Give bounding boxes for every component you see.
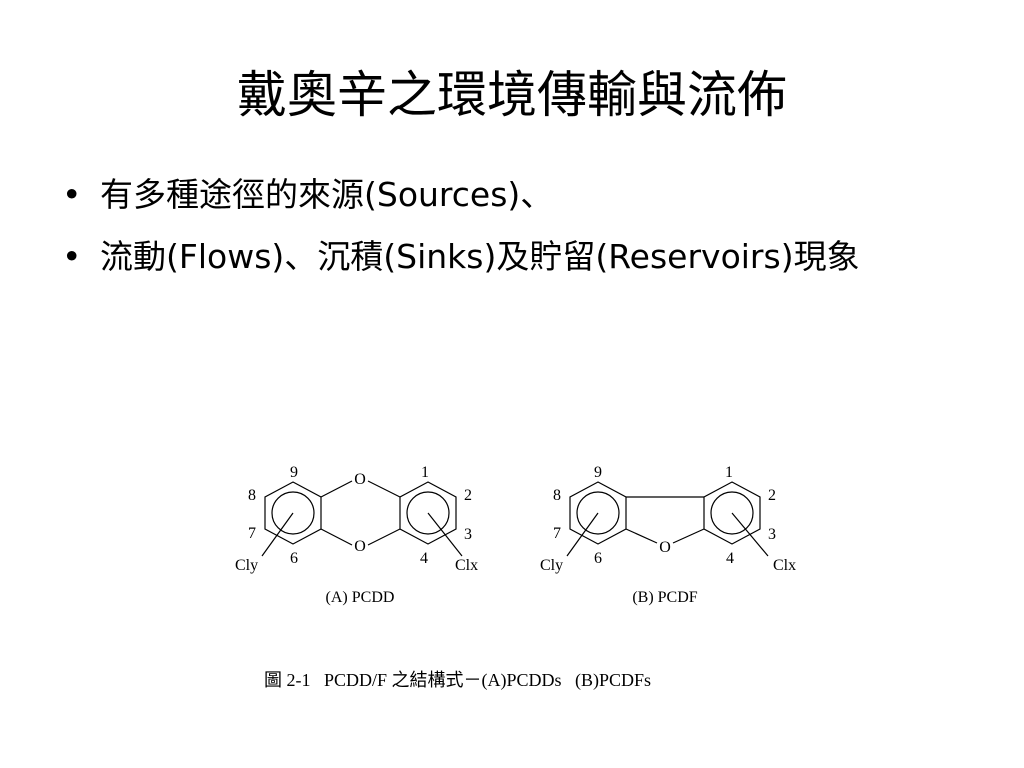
bullet-marker: • bbox=[62, 237, 82, 276]
pcdd-position-4: 4 bbox=[420, 550, 428, 567]
pcdf-position-6: 6 bbox=[594, 550, 602, 567]
pcdf-oxygen: O bbox=[659, 539, 671, 556]
pcdd-bond bbox=[367, 480, 401, 498]
pcdf-label: (B) PCDF bbox=[632, 589, 697, 606]
pcdd-left-aromatic-circle bbox=[271, 491, 315, 535]
pcdf-left-aromatic-circle bbox=[576, 491, 620, 535]
pcdd-position-9: 9 bbox=[290, 464, 298, 481]
pcdf-clx-line bbox=[731, 512, 769, 557]
bullet-text: 有多種途徑的來源(Sources)、 bbox=[100, 175, 554, 214]
pcdd-labels: O O 9 8 7 6 1 2 3 4 Cly Clx (A) PCDD bbox=[235, 464, 478, 606]
pcdd-right-aromatic-circle bbox=[406, 491, 450, 535]
bullet-marker: • bbox=[62, 175, 82, 214]
pcdd-bond bbox=[320, 480, 353, 498]
pcdd-clx-line bbox=[427, 512, 463, 557]
pcdd-bond bbox=[367, 528, 401, 546]
pcdd-position-8: 8 bbox=[248, 487, 256, 504]
bullet-item-sources: • 有多種途徑的來源(Sources)、 bbox=[62, 170, 922, 220]
pcdd-label: (A) PCDD bbox=[326, 589, 395, 606]
pcdf-bond bbox=[625, 528, 658, 544]
slide-title: 戴奧辛之環境傳輸與流佈 bbox=[237, 66, 787, 124]
bullet-item-flows: • 流動(Flows)、沉積(Sinks)及貯留(Reservoirs)現象 bbox=[62, 232, 922, 282]
pcdd-position-3: 3 bbox=[464, 526, 472, 543]
pcdf-position-1: 1 bbox=[725, 464, 733, 481]
structure-figure: O O 9 8 7 6 1 2 3 4 Cly Clx (A) PCDD bbox=[230, 455, 830, 619]
pcdd-position-7: 7 bbox=[248, 525, 256, 542]
pcdd-bond bbox=[320, 528, 353, 546]
pcdf-position-2: 2 bbox=[768, 487, 776, 504]
pcdd-structure bbox=[261, 480, 463, 557]
pcdf-position-7: 7 bbox=[553, 525, 561, 542]
pcdd-position-6: 6 bbox=[290, 550, 298, 567]
pcdd-position-1: 1 bbox=[421, 464, 429, 481]
pcdd-position-2: 2 bbox=[464, 487, 472, 504]
pcdf-cly-line bbox=[566, 512, 599, 557]
pcdf-position-3: 3 bbox=[768, 526, 776, 543]
pcdd-oxygen-top: O bbox=[354, 471, 366, 488]
pcdd-substituent-clx: Clx bbox=[455, 557, 478, 574]
structure-diagram: O O 9 8 7 6 1 2 3 4 Cly Clx (A) PCDD bbox=[235, 464, 796, 606]
pcdd-oxygen-bottom: O bbox=[354, 538, 366, 555]
pcdf-position-9: 9 bbox=[594, 464, 602, 481]
pcdf-labels: O 9 8 7 6 1 2 3 4 Cly Clx (B) PCDF bbox=[540, 464, 796, 606]
pcdf-position-4: 4 bbox=[726, 550, 734, 567]
pcdf-position-8: 8 bbox=[553, 487, 561, 504]
bullet-text: 流動(Flows)、沉積(Sinks)及貯留(Reservoirs)現象 bbox=[100, 237, 860, 276]
pcdf-right-aromatic-circle bbox=[710, 491, 754, 535]
pcdf-substituent-clx: Clx bbox=[773, 557, 796, 574]
figure-caption: 圖 2-1 PCDD/F 之結構式－(A)PCDDs (B)PCDFs bbox=[264, 670, 652, 690]
pcdd-substituent-cly: Cly bbox=[235, 557, 258, 574]
pcdf-substituent-cly: Cly bbox=[540, 557, 563, 574]
pcdf-structure bbox=[566, 481, 769, 557]
pcdf-bond bbox=[672, 528, 705, 544]
pcdd-cly-line bbox=[261, 512, 294, 557]
bullet-list: • 有多種途徑的來源(Sources)、 • 流動(Flows)、沉積(Sink… bbox=[62, 170, 922, 294]
